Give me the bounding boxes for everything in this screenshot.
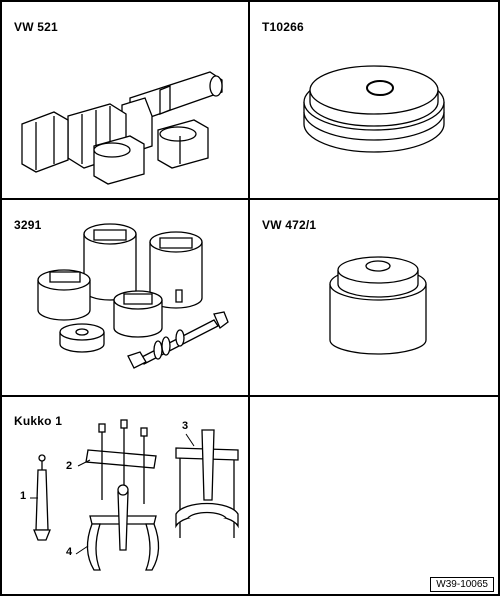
frame-bottom	[0, 594, 500, 596]
callout-1: 1	[20, 490, 27, 502]
frame-left	[0, 0, 2, 596]
frame-top	[0, 0, 500, 2]
title-kukko: Kukko 1	[14, 414, 63, 428]
divider-row-1	[0, 198, 500, 200]
title-t10266: T10266	[262, 20, 304, 34]
callout-2: 2	[66, 460, 73, 472]
3291-tool-set-illustration	[37, 223, 229, 369]
title-vw521: VW 521	[14, 20, 58, 34]
divider-vertical	[248, 0, 250, 596]
divider-row-2	[0, 395, 500, 397]
vw472-cup-sleeve-illustration	[329, 256, 427, 355]
vw521-sleeve-set-illustration	[21, 71, 223, 185]
title-vw472: VW 472/1	[262, 218, 317, 232]
callout-3: 3	[182, 420, 189, 432]
callout-4: 4	[66, 546, 73, 558]
title-3291: 3291	[14, 218, 42, 232]
figure-reference-label: W39-10065	[430, 577, 494, 592]
frame-right	[498, 0, 500, 596]
t10266-pressure-plate-illustration	[303, 65, 445, 153]
kukko-puller-set-illustration	[30, 419, 239, 571]
